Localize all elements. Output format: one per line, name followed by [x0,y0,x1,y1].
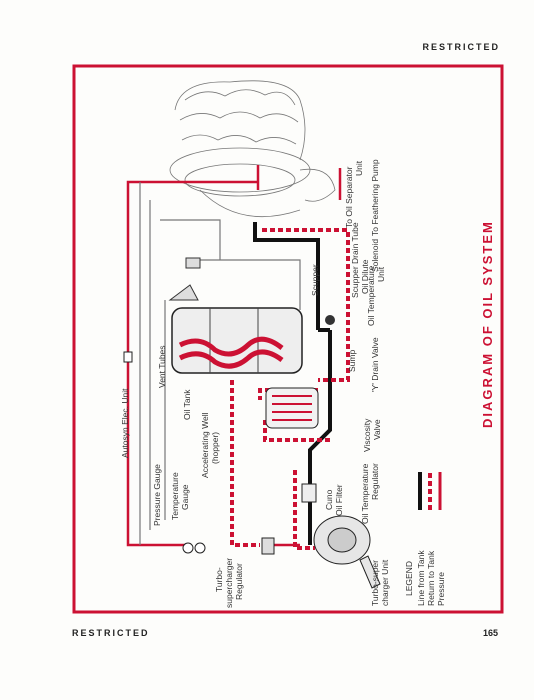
label-accelerating-well: Accelerating Well [200,412,210,478]
scupper-funnel [168,284,199,301]
label-oil-dilute: Oil Dilute [360,259,370,294]
autosyn-unit [123,351,133,363]
footer-restricted: RESTRICTED [72,628,150,638]
cuno-filter [301,483,317,503]
label-oil-filter: Oil Filter [334,484,344,516]
label-viscosity: Viscosity [362,418,372,452]
label-turbo-reg-3: Regulator [234,563,244,600]
label-temperature: Temperature [170,472,180,520]
label-turbo-unit-1: Turbo-super [370,560,380,606]
label-unit: Unit [354,160,364,176]
engine-sketch [169,80,336,218]
label-to-oil-separator: To Oil Separator [344,166,354,228]
legend-return-to-tank: Return to Tank [426,550,436,606]
diagram-frame [72,64,504,614]
header-restricted: RESTRICTED [422,42,500,52]
label-oil-temperature-unit: Unit [376,266,386,282]
label-y-drain-valve: 'Y' Drain Valve [370,337,380,392]
label-oil-tank: Oil Tank [182,389,192,420]
turbo-regulator [261,537,275,555]
label-scupper: Scupper [310,264,320,296]
page-number: 165 [482,628,498,638]
pressure-gauge-icon [182,542,194,554]
label-turbo-reg-2: supercharger [224,558,234,608]
viscosity-valve [265,387,319,429]
label-valve: Valve [372,419,382,440]
solenoid [185,257,201,269]
pressure-line [126,165,342,547]
label-pressure-gauge: Pressure Gauge [152,464,162,526]
legend-line-from-tank: Line from Tank [416,550,426,606]
diagram-title: DIAGRAM OF OIL SYSTEM [480,220,495,428]
legend-heading: LEGEND [404,561,414,596]
label-to-feathering-pump: To Feathering Pump [370,159,380,236]
turbo-unit [313,515,381,589]
label-vent-tubes: Vent Tubes [157,345,167,388]
label-hopper: (hopper) [210,432,220,464]
label-turbo-reg-1: Turbo- [214,567,224,592]
label-group: To Oil Separator Unit To Feathering Pump… [120,159,390,608]
label-solenoid: Solenoid [370,239,380,272]
temperature-gauge-icon [194,542,206,554]
label-autosyn: Autosyn Elec. Unit [120,388,130,458]
label-oil-temp-regulator-2: Regulator [370,463,380,500]
label-oil-temperature: Oil Temperature [366,265,376,326]
label-oil-temp-regulator-1: Oil Temperature [360,463,370,524]
legend-pressure: Pressure [436,572,446,606]
oil-tank [171,307,303,374]
label-gauge: Gauge [180,484,190,510]
y-drain-valve-icon [325,315,335,325]
label-turbo-unit-2: charger Unit [380,559,390,606]
legend: LEGEND Line from Tank Return to Tank Pre… [404,472,446,606]
gauge-lines [139,182,301,545]
label-cuno: Cuno [324,489,334,510]
label-scupper-drain-tube: Scupper Drain Tube [350,222,360,298]
label-sump: Sump [347,350,357,372]
